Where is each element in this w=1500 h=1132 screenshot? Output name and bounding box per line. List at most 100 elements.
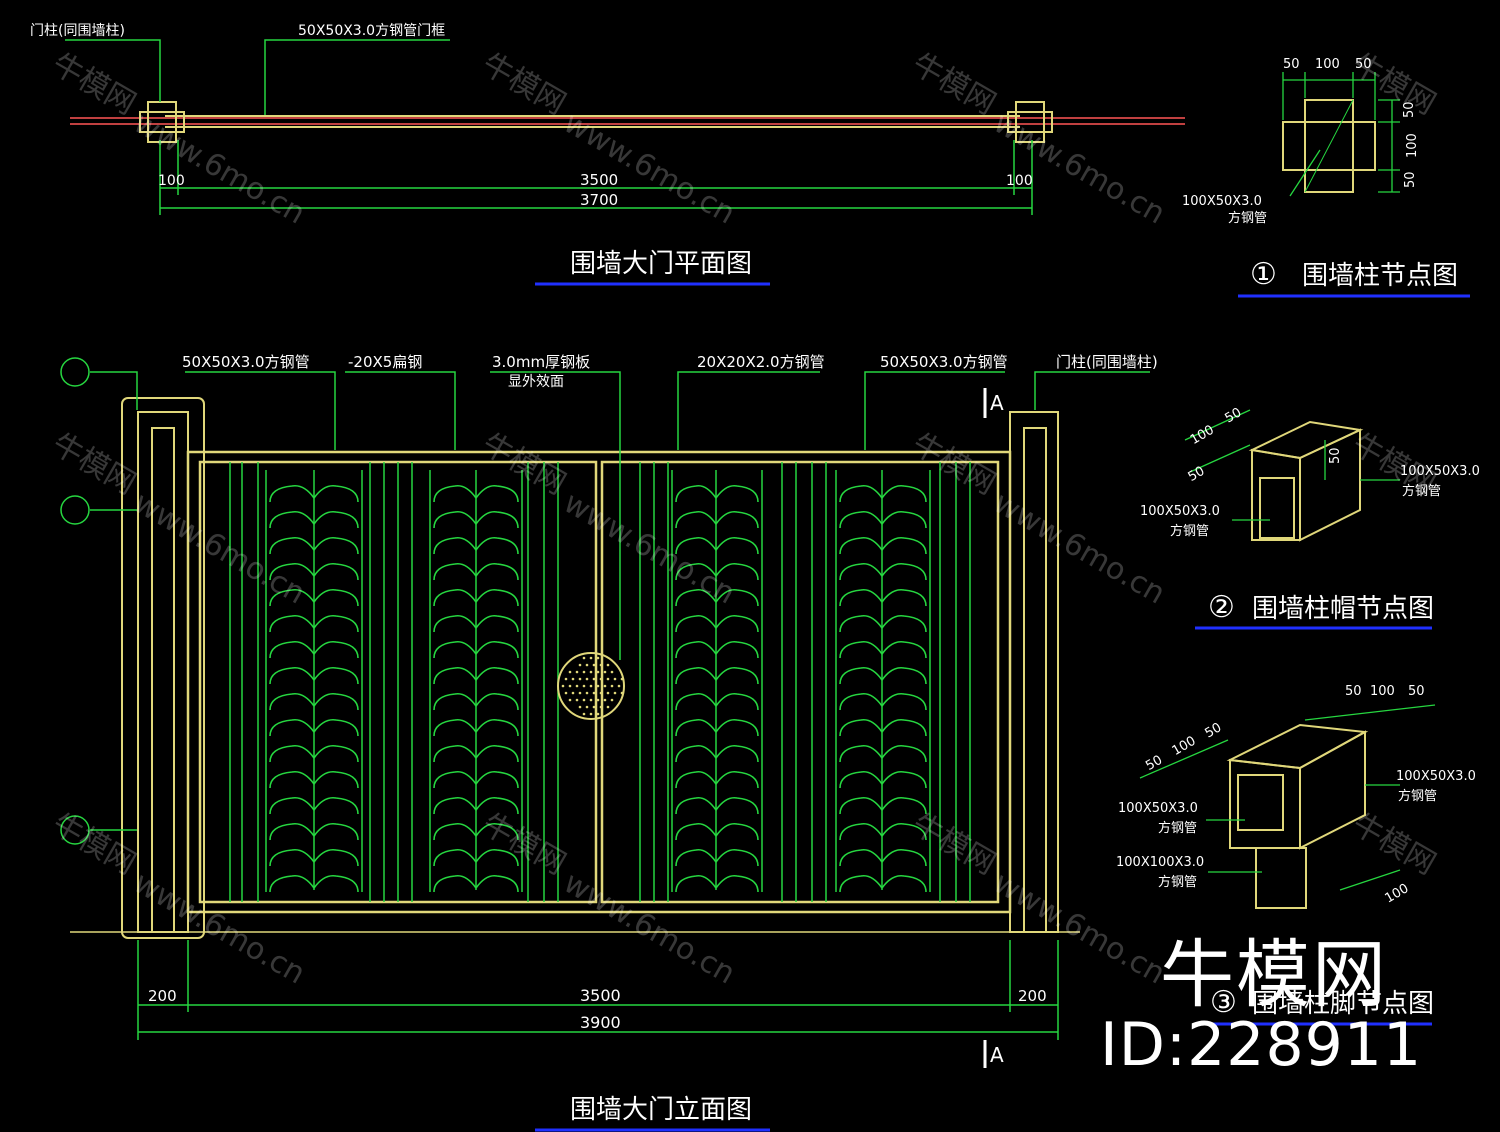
leaf-branch [313,536,359,555]
leaf-branch [475,770,519,789]
plan-view: 门柱(同围墙柱) 50X50X3.0方钢管门框 100 3500 100 370… [30,23,1185,286]
disc-dot [582,698,586,702]
disc-dot [578,691,582,695]
disc-dot [568,698,572,702]
detail1-post-node: 50 100 50 50 100 50 100X50X3.0 方钢管 ① 围墙柱… [1182,57,1470,298]
elevation-dimension-lines [137,940,1059,1040]
leaf-branch [839,770,883,789]
leaf-branch [881,692,927,711]
leaf-branch [715,718,759,737]
leaf-branch [881,770,927,789]
leaf-branch [715,666,759,685]
leaf-branch [881,536,927,555]
leaf-branch [313,796,359,815]
detail3-dim-top-a: 50 [1345,684,1362,699]
disc-dot [606,663,610,667]
leaf-branch [313,718,359,737]
leaf-branch [675,536,717,555]
disc-dot [596,698,600,702]
leaf-branch [839,822,883,841]
disc-dot [617,684,621,688]
disc-dot [610,698,614,702]
detail1-pipe-type: 方钢管 [1228,210,1267,226]
plan-label-frame: 50X50X3.0方钢管门框 [298,23,445,39]
disc-dot [575,670,579,674]
leaf-branch [313,692,359,711]
section-mark-bottom: A [990,1043,1004,1067]
leaf-branch [675,562,717,581]
disc-dot [596,684,600,688]
detail2-number: ② [1208,590,1235,625]
disc-dot [578,705,582,709]
disc-dot [589,712,593,716]
plan-post-left [139,101,185,143]
leaf-branch [433,562,477,581]
elev-dim-center: 3500 [580,986,621,1005]
leaf-branch [433,692,477,711]
leaf-branch [269,614,315,633]
plan-title: 围墙大门平面图 [570,249,752,279]
leaf-branch [839,718,883,737]
elev-dim-right: 200 [1018,987,1047,1005]
leaf-branch [313,614,359,633]
leaf-branch [313,822,359,841]
disc-dot [568,670,572,674]
callout-circles [60,357,90,845]
disc-dot [599,677,603,681]
detail3-pipe2-type: 方钢管 [1158,874,1197,890]
leaf-branch [881,484,927,503]
disc-dot [585,677,589,681]
disc-dot [592,677,596,681]
leaf-branch [313,562,359,581]
leaf-branch [313,484,359,503]
leaf-branch [715,614,759,633]
leaf-branch [269,640,315,659]
detail3-dim-top-c: 50 [1408,684,1425,699]
leaf-branch [433,874,477,893]
leaf-branch [881,718,927,737]
detail2-dim-b: 50 [1222,405,1244,426]
leaf-branch [715,692,759,711]
disc-dot [592,705,596,709]
elev-label-3b: 显外效面 [508,374,564,390]
detail2-pipe-right: 100X50X3.0 [1400,464,1480,479]
leaf-branch [881,874,927,893]
leaf-branch [433,484,477,503]
plan-dimension-lines [159,140,1033,215]
detail2-pipe-left: 100X50X3.0 [1140,504,1220,519]
gate-lock-disc [557,652,625,720]
leaf-branch [839,588,883,607]
gate-vertical-bars [229,462,971,902]
leaf-branch [675,848,717,867]
leaf-branch [269,718,315,737]
leaf-branch [675,874,717,893]
leaf-branch [475,614,519,633]
leaf-branch [433,614,477,633]
detail1-dim-v2: 100 [1405,133,1420,158]
leaf-branch [839,510,883,529]
leaf-branch [839,666,883,685]
leaf-branch [881,562,927,581]
leaf-branch [715,822,759,841]
leaf-branch [433,718,477,737]
leaf-branch [715,536,759,555]
gate-leaf-panels [265,470,931,893]
leaf-branch [715,510,759,529]
leaf-branch [715,562,759,581]
detail3-pipe1-type: 方钢管 [1158,820,1197,836]
leaf-branch [313,510,359,529]
elev-dim-total: 3900 [580,1013,621,1032]
leaf-branch [269,588,315,607]
leaf-branch [675,614,717,633]
leaf-branch [433,796,477,815]
leaf-branch [881,510,927,529]
detail3-pipe3: 100X50X3.0 [1396,769,1476,784]
disc-dot [589,670,593,674]
detail2-title: 围墙柱帽节点图 [1252,594,1434,624]
disc-dot [603,684,607,688]
leaf-branch [475,848,519,867]
disc-dot [606,691,610,695]
plan-dim-left: 100 [158,173,185,189]
disc-dot [599,691,603,695]
